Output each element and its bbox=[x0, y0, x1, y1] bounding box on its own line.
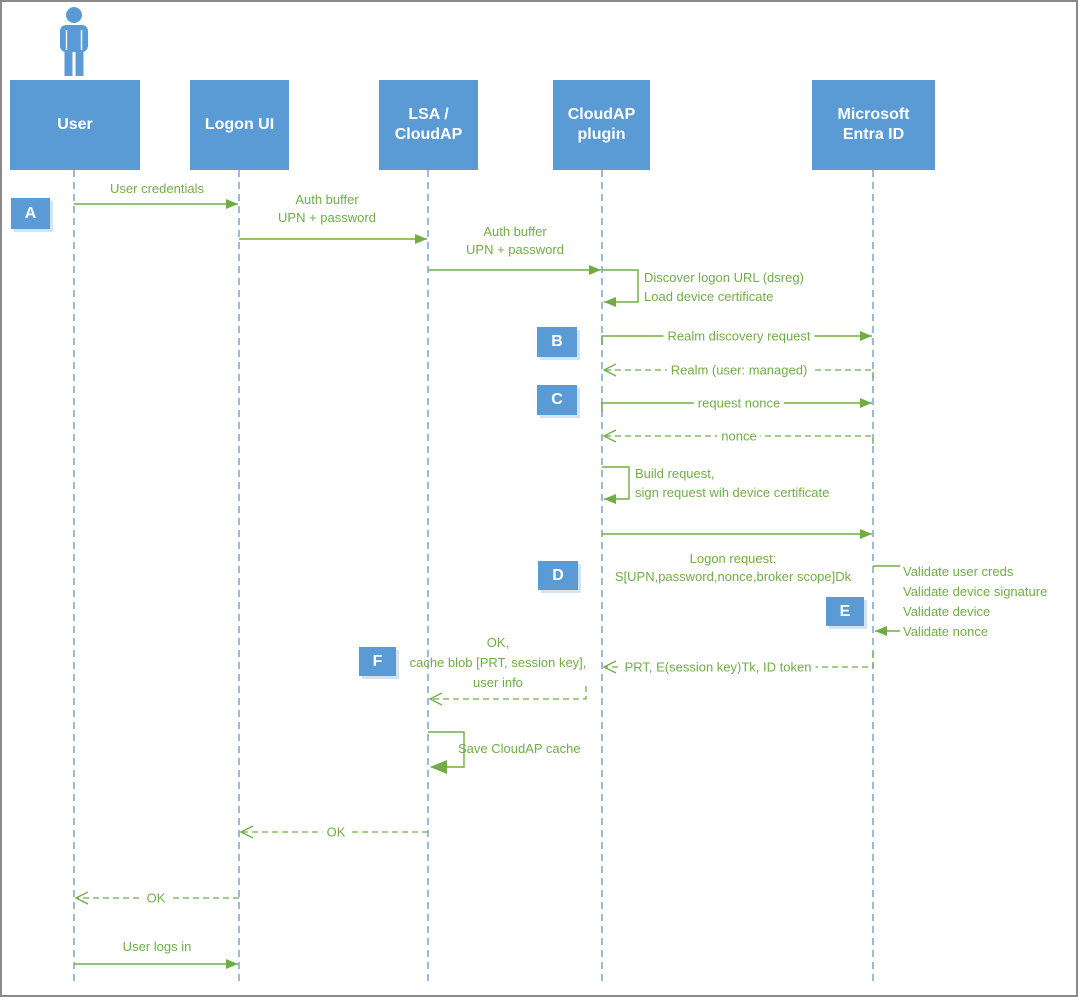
label-build-request: Build request, sign request wih device c… bbox=[635, 466, 830, 500]
label-request-nonce: request nonce bbox=[693, 395, 785, 411]
badge-d: D bbox=[538, 561, 578, 590]
loop-discover-logon bbox=[602, 269, 639, 307]
loop-save-cloudap-cache bbox=[428, 731, 465, 774]
label-discover-logon: Discover logon URL (dsreg) Load device c… bbox=[644, 270, 804, 304]
label-ok-to-user: OK bbox=[142, 890, 170, 906]
label-save-cloudap-cache: Save CloudAP cache bbox=[458, 741, 581, 756]
label-ok-cache-blob: OK, cache blob [PRT, session key], user … bbox=[409, 635, 587, 690]
badge-b: B bbox=[537, 327, 577, 357]
label-ok-to-logon-ui: OK bbox=[322, 824, 350, 840]
actor-lsa-cloudap: LSA / CloudAP bbox=[379, 80, 478, 170]
label-logon-request: Logon request: S[UPN,password,nonce,brok… bbox=[614, 551, 852, 584]
arrow-nonce-response bbox=[602, 429, 874, 444]
badge-a: A bbox=[11, 198, 50, 229]
label-nonce-response: nonce bbox=[717, 428, 761, 444]
label-auth-buffer-1: Auth buffer UPN + password bbox=[278, 192, 376, 225]
label-user-credentials: User credentials bbox=[110, 181, 204, 196]
actor-user: User bbox=[10, 80, 140, 170]
badge-c: C bbox=[537, 385, 577, 415]
arrow-realm-response bbox=[602, 363, 874, 378]
person-icon bbox=[60, 7, 88, 76]
badge-e: E bbox=[826, 597, 864, 626]
label-realm-discovery-request: Realm discovery request bbox=[663, 328, 815, 344]
actor-logon-ui: Logon UI bbox=[190, 80, 289, 170]
label-prt-response: PRT, E(session key)Tk, ID token bbox=[620, 659, 816, 675]
label-user-logs-in: User logs in bbox=[122, 939, 192, 954]
actor-cloudap-plugin: CloudAP plugin bbox=[553, 80, 650, 170]
loop-build-request bbox=[602, 466, 630, 504]
arrow-ok-cache-blob bbox=[428, 686, 587, 706]
actor-entra-id: Microsoft Entra ID bbox=[812, 80, 935, 170]
badge-f: F bbox=[359, 647, 396, 676]
label-validate: Validate user creds Validate device sign… bbox=[903, 564, 1048, 639]
label-realm-response: Realm (user: managed) bbox=[666, 362, 812, 378]
label-auth-buffer-2: Auth buffer UPN + password bbox=[466, 224, 564, 257]
